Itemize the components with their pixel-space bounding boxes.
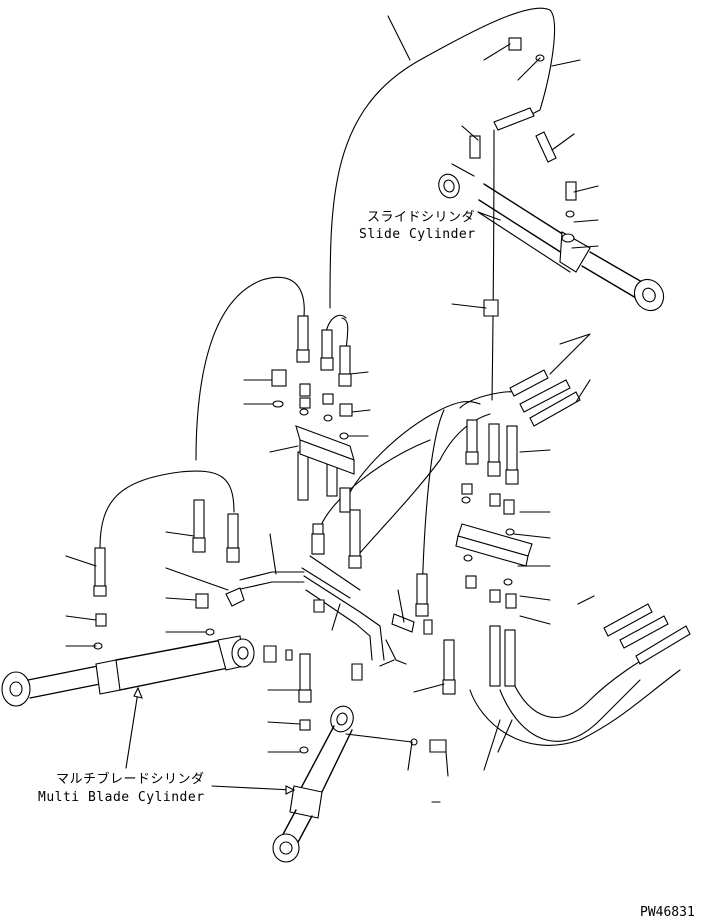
hose-lines (99, 7, 681, 746)
drawing-number: PW46831 (640, 905, 695, 920)
fitting-v (93, 315, 519, 703)
slide-cylinder-label-en: Slide Cylinder (359, 227, 476, 242)
multi-blade-cylinder-bottom (272, 705, 418, 863)
o-rings (93, 54, 575, 754)
hose-fittings (93, 37, 691, 754)
multi-blade-cylinder-label-en: Multi Blade Cylinder (38, 790, 205, 805)
multi-blade-cylinder-label-jp: マルチブレードシリンダ (56, 771, 205, 787)
multi-blade-cylinder-left (1, 635, 255, 707)
leader-lines (65, 15, 599, 803)
diagonal-hoses (493, 107, 691, 665)
slide-cylinder (438, 173, 665, 312)
adapters (95, 37, 577, 753)
blocks (295, 299, 533, 665)
slide-cylinder-label-jp: スライドシリンダ (367, 210, 475, 225)
